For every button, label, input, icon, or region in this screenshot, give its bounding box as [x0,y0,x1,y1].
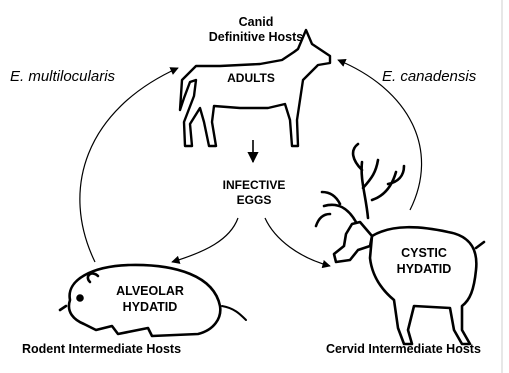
arrow-eggs-to-rodent [172,218,238,262]
cystic-hydatid-line1: CYSTIC [386,246,462,260]
cystic-hydatid-line2: HYDATID [386,262,462,276]
definitive-host-subtitle: Definitive Hosts [176,30,336,44]
right-species-label: E. canadensis [382,69,502,86]
alveolar-hydatid-line2: HYDATID [102,300,198,314]
deer-illustration [316,144,484,344]
alveolar-hydatid-line1: ALVEOLAR [102,284,198,298]
definitive-host-title: Canid [211,15,301,29]
infective-eggs-line1: INFECTIVE [200,179,308,192]
dog-illustration [180,30,330,146]
adults-label: ADULTS [216,72,286,85]
infective-eggs-line2: EGGS [200,194,308,207]
rodent-hosts-label: Rodent Intermediate Hosts [22,342,222,356]
arrow-rodent-to-canid [80,68,178,262]
cervid-hosts-label: Cervid Intermediate Hosts [326,342,504,356]
left-species-label: E. multilocularis [10,69,160,86]
arrow-eggs-to-cervid [265,218,330,266]
